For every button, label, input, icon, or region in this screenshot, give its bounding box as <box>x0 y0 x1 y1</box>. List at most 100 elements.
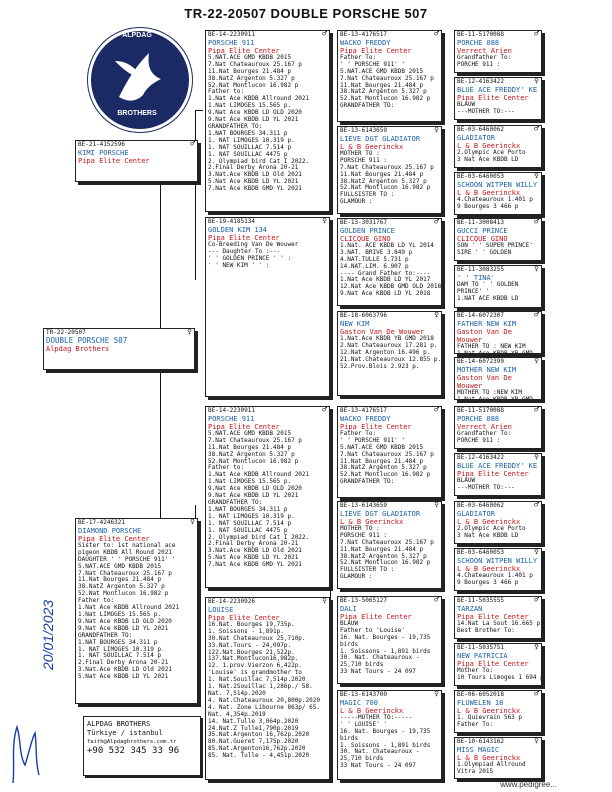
achievement-line: 3.NAT. BRIVE 3.849 p <box>340 248 413 256</box>
ring-number: BE-14-6072307 <box>457 312 504 319</box>
achievement-line: 33 Nat Tours - 24 097 <box>340 668 416 676</box>
subject-card[interactable]: TR-22-20507 DOUBLE PORSCHE 507 Alpdag Br… <box>43 328 195 370</box>
great-great-grandparent-card[interactable]: BE-14-6072399 MOTHER NEW KIM Gaston Van … <box>454 357 542 400</box>
ring-number: BE-12-4163422 <box>457 454 504 461</box>
achievement-line: GRANDFATHER TO: <box>208 122 263 130</box>
achievement-line: MOTHER TO :NEW KIM <box>457 388 523 396</box>
ring-number: BE-14-2230911 <box>208 31 255 38</box>
great-great-grandparent-card[interactable]: BE-11-5035751 NEW PATRICIA Pipa Elite Ce… <box>454 643 542 686</box>
achievement-line: GRANDFATHER TO: <box>340 478 395 486</box>
owner-name: CLICQUE GINO <box>340 234 391 243</box>
ring-number: TR-22-20507 <box>46 329 86 336</box>
great-grandparent-card[interactable]: BE-13-5065127 DALI Pipa Elite Center ♂ B… <box>337 596 442 684</box>
owner-name: Gaston Van De Wouwer <box>340 327 425 336</box>
achievement-line: Grandfather To: <box>457 429 512 437</box>
great-grandparent-card[interactable]: BE-13-4176517 WACKO FREDDY Pipa Elite Ce… <box>337 406 442 498</box>
achievement-line: 33 Nat Tours - 24 097 <box>340 762 416 770</box>
male-icon: ♂ <box>434 406 439 414</box>
owner-name: Pipa Elite Center <box>340 46 412 55</box>
achievement-line: 12.Nat Ace KBDB GMD OLD 2018 <box>340 283 442 291</box>
great-great-grandparent-card[interactable]: BE-03-6460062 GLADIATOR L & B Geerinckx … <box>454 125 542 168</box>
pigeon-name: DOUBLE PORSCHE 507 <box>46 335 128 345</box>
achievement-line: MOTHER TO : <box>340 524 380 532</box>
achievement-line: 80.Nat.Gueret 7,175p.2020 <box>208 738 299 746</box>
great-great-grandparent-card[interactable]: BE-11-5170088 PORCHE 088 Verrect Arien ♂… <box>454 30 542 73</box>
owner-name: Pipa Elite Center <box>78 534 150 543</box>
sire-card[interactable]: BE-21-4152596 KIMI PORSCHE Pipa Elite Ce… <box>75 140 198 182</box>
achievements: Co-Breeding Van De Wouwer--- Daughter To… <box>208 241 327 270</box>
achievement-line: Mother To: <box>457 666 494 674</box>
great-great-grandparent-card[interactable]: BE-11-5035555 TARZAN Pipa Elite Center ♂… <box>454 596 542 639</box>
achievement-line: 1.Nat Ace KBDB Allround 2021 <box>78 604 180 612</box>
grandsire-paternal-card[interactable]: BE-14-2230911 PORSCHE 911 Pipa Elite Cen… <box>205 30 330 212</box>
ring-number: BE-21-4152596 <box>78 141 125 148</box>
contact-email[interactable]: faith@Alpdagbrothers.com.tr <box>87 739 177 745</box>
achievement-line: ---MOTHER TO:--- <box>457 107 515 115</box>
great-great-grandparent-card[interactable]: BE-03-6460053 SCHOON WITPEN WILLY L & B … <box>454 172 542 215</box>
achievements: 16.Nat. Bourges 19,735p.1. Soissons - 1,… <box>208 621 327 760</box>
achievement-line: 1.Nat.Ace KBDB YB GMD 2018 <box>340 334 434 342</box>
dam-card[interactable]: BE-17-4246321 DIAMOND PORSCHE Pipa Elite… <box>75 518 198 704</box>
achievement-line: 1.Nat LIMOGES 15.565 p. <box>78 610 162 618</box>
achievement-line: 38.NatZ Argenton 5.327 p <box>208 74 295 82</box>
achievement-line: birds <box>340 734 359 742</box>
achievement-line: 85.Nat.Argenton16,762p.2020 <box>208 745 306 753</box>
owner-name: Verrect Arien <box>457 422 512 431</box>
great-great-grandparent-card[interactable]: BE-03-6460062 GLADIATOR L & B Geerinckx … <box>454 501 542 544</box>
great-grandparent-card[interactable]: BE-13-3031767 GOLDEN PRINCE CLICQUE GINO… <box>337 218 442 306</box>
great-great-grandparent-card[interactable]: BE-11-3008413 GUCCI PRINCE CLICQUE GINO … <box>454 218 542 261</box>
great-great-grandparent-card[interactable]: BE-14-6072307 FATHER NEW KIM Gaston Van … <box>454 311 542 354</box>
ring-number: BE-03-6460062 <box>457 502 504 509</box>
great-great-grandparent-card[interactable]: BE-06-6052018 FLUWELEN 18 L & B Geerinck… <box>454 690 542 733</box>
contact-city: Türkiye / istanbul <box>87 729 163 737</box>
achievement-line: 35.Nat.Argenton 16,762p.2020 <box>208 731 310 739</box>
achievement-line: 11.Nat Bourges 21.484 p <box>340 457 424 465</box>
connector <box>195 110 197 280</box>
achievements: Father To:' ' PORSCHE 911' '5.NAT.ACE GM… <box>340 430 439 486</box>
great-great-grandparent-card[interactable]: BE-12-4163422 BLUE ACE FREDDY' KE Pipa E… <box>454 77 542 120</box>
owner-name: L & B Geerinckx <box>340 142 404 151</box>
achievement-line: --- Daughter To :--- <box>208 247 281 255</box>
achievement-line: BLAUW <box>457 476 476 484</box>
achievement-line: ' ' GOLDEN PRINCE ' ' : <box>208 254 292 262</box>
achievement-line: 7.Nat Chateauroux 25.167 p <box>78 569 172 577</box>
ring-number: BE-13-6143700 <box>340 691 387 698</box>
ring-number: BE-13-5065127 <box>340 597 387 604</box>
great-great-grandparent-card[interactable]: BE-11-5170088 PORCHE 088 Verrect Arien ♂… <box>454 406 542 449</box>
achievement-line: 7.Nat Chateauroux 25.167 p <box>340 538 434 546</box>
achievement-line: 1.Nat Ace KBDB YB GMD <box>457 395 533 400</box>
achievements: BLAUW---MOTHER TO:--- <box>457 100 539 116</box>
great-great-grandparent-card[interactable]: BE-03-6460053 SCHOON WITPEN WILLY L & B … <box>454 548 542 591</box>
owner-name: Pipa Elite Center <box>457 612 529 621</box>
great-great-grandparent-card[interactable]: BE-10-6143162 MISS MAGIC L & B Geerinckx… <box>454 737 542 779</box>
achievement-line: 1. NAT SOUILLAC 7.514 p <box>78 652 162 660</box>
ring-number: BE-11-3083255 <box>457 266 504 273</box>
great-grandparent-card[interactable]: BE-18-6063796 NEW KIM Gaston Van De Wouw… <box>337 311 442 396</box>
achievements: MOTHER TO :PORSCHE 911 :7.Nat Chateaurou… <box>340 524 439 581</box>
great-grandparent-card[interactable]: BE-13-6143659 LIEVE DGT GLADIATOR L & B … <box>337 501 442 589</box>
great-grandparent-card[interactable]: BE-13-6143700 MAGIC 700 L & B Geerinckx … <box>337 690 442 780</box>
granddam-paternal-card[interactable]: BE-19-4185134 GOLDEN KIM 134 Pipa Elite … <box>205 217 330 397</box>
achievement-line: BLAUW <box>457 100 476 108</box>
great-great-grandparent-card[interactable]: BE-12-4163422 BLUE ACE FREDDY' KE Pipa E… <box>454 453 542 496</box>
granddam-maternal-card[interactable]: BE-14-2230926 LOUISE Pipa Elite Center ♀… <box>205 597 330 780</box>
ring-number: BE-17-4246321 <box>78 519 125 526</box>
great-great-grandparent-card[interactable]: BE-11-3083255 ' ' TINA' ♀ DAM TO ' ' GOL… <box>454 265 542 308</box>
achievement-line: Father to: <box>208 464 245 472</box>
grandsire-maternal-card[interactable]: BE-14-2230911 PORSCHE 911 Pipa Elite Cen… <box>205 406 330 588</box>
achievement-line: 38.NatZ Argenton 5.327 p <box>78 583 165 591</box>
page-title: TR-22-20507 DOUBLE PORSCHE 507 <box>184 6 428 21</box>
pigeon-name: NEW PATRICIA <box>457 651 508 660</box>
great-grandparent-card[interactable]: BE-13-4176517 WACKO FREDDY Pipa Elite Ce… <box>337 30 442 122</box>
achievements: BLAUW---MOTHER TO:--- <box>457 476 539 492</box>
great-grandparent-card[interactable]: BE-13-6143659 LIEVE DGT GLADIATOR L & B … <box>337 126 442 214</box>
achievement-line: 9.Nat Ace KBDB LD YL 2021 <box>208 116 299 124</box>
achievement-line: 5.Nat Ace KBDB LD YL 2021 <box>78 673 169 681</box>
achievement-line: 3.Nat.Ace KBDB LD Old 2021 <box>208 171 302 179</box>
owner-name: L & B Geerinckx <box>340 706 404 715</box>
achievement-line: 85. Nat. Tulle - 4,451p.2020 <box>208 752 310 760</box>
achievement-line: 5.NAT.ACE GMD KBDB 2015 <box>208 53 292 61</box>
